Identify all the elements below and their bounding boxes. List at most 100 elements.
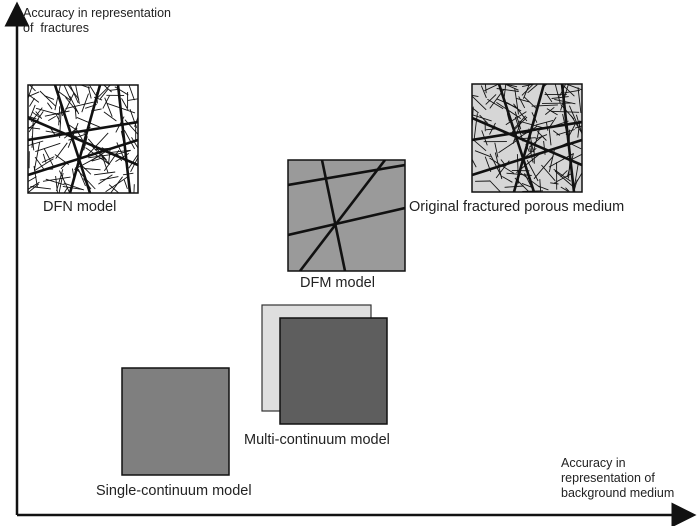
small-fracture-line — [522, 84, 537, 88]
small-fracture-line — [48, 115, 56, 121]
dfn-small-fractures — [28, 85, 138, 193]
small-fracture-line — [554, 172, 573, 184]
small-fracture-line — [523, 96, 537, 109]
small-fracture-line — [62, 185, 84, 191]
small-fracture-line — [47, 102, 53, 110]
small-fracture-line — [489, 180, 502, 192]
small-fracture-line — [541, 164, 556, 182]
small-fracture-line — [128, 154, 138, 169]
small-fracture-line — [521, 84, 534, 96]
small-fracture-line — [57, 90, 71, 101]
small-fracture-line — [79, 85, 91, 89]
small-fracture-line — [101, 155, 109, 173]
small-fracture-line — [472, 94, 479, 98]
multi-continuum-label: Multi-continuum model — [244, 432, 390, 448]
small-fracture-line — [31, 118, 34, 148]
small-fracture-line — [81, 93, 89, 113]
small-fracture-line — [480, 85, 487, 99]
small-fracture-line — [539, 179, 542, 192]
small-fracture-line — [527, 84, 538, 94]
small-fracture-line — [515, 97, 530, 103]
small-fracture-line — [514, 111, 522, 130]
small-fracture-line — [512, 115, 527, 130]
small-fracture-line — [505, 111, 527, 126]
small-fracture-line — [29, 97, 35, 107]
small-fracture-line — [124, 129, 135, 150]
small-fracture-line — [62, 92, 75, 115]
dfm-model-box — [287, 159, 406, 272]
single-continuum-label: Single-continuum model — [96, 483, 252, 499]
small-fracture-line — [96, 85, 111, 99]
dfm-fractures — [288, 160, 405, 271]
small-fracture-line — [102, 95, 110, 109]
small-fracture-line — [55, 142, 68, 159]
small-fracture-line — [45, 130, 60, 135]
small-fracture-line — [560, 186, 569, 192]
small-fracture-line — [55, 175, 58, 193]
small-fracture-line — [514, 116, 524, 142]
small-fracture-line — [566, 84, 582, 91]
small-fracture-line — [472, 95, 487, 111]
small-fracture-line — [131, 137, 138, 150]
small-fracture-line — [88, 85, 97, 96]
dfm-model-label: DFM model — [300, 275, 375, 291]
small-fracture-line — [472, 106, 479, 114]
small-fracture-line — [575, 114, 582, 136]
original-medium-label: Original fractured porous medium — [409, 199, 625, 215]
small-fracture-line — [56, 169, 64, 192]
small-fracture-line — [39, 90, 56, 107]
small-fracture-line — [28, 140, 44, 147]
small-fracture-line — [535, 119, 554, 126]
small-fracture-line — [55, 112, 62, 124]
small-fracture-line — [479, 114, 489, 124]
small-fracture-line — [574, 125, 582, 129]
small-fracture-line — [484, 84, 487, 94]
small-fracture-line — [531, 104, 558, 107]
small-fracture-line — [43, 148, 55, 168]
small-fracture-line — [550, 182, 559, 185]
single-continuum-box — [121, 367, 230, 476]
small-fracture-line — [91, 156, 105, 162]
small-fracture-line — [108, 149, 131, 154]
small-fracture-line — [90, 144, 111, 165]
small-fracture-line — [103, 111, 117, 122]
small-fracture-line — [28, 115, 37, 120]
small-fracture-line — [94, 171, 116, 176]
small-fracture-line — [128, 85, 135, 101]
small-fracture-line — [472, 158, 477, 168]
small-fracture-line — [501, 176, 513, 183]
small-fracture-line — [548, 128, 552, 146]
small-fracture-line — [489, 153, 503, 178]
small-fracture-line — [565, 187, 571, 192]
small-fracture-line — [108, 184, 120, 193]
small-fracture-line — [44, 110, 70, 117]
small-fracture-line — [474, 150, 491, 158]
small-fracture-line — [30, 186, 51, 190]
small-fracture-line — [42, 176, 71, 182]
x-axis-label-line2: representation of — [561, 471, 655, 485]
small-fracture-line — [84, 168, 101, 171]
small-fracture-line — [513, 103, 528, 122]
small-fracture-line — [35, 142, 61, 153]
small-fracture-line — [42, 153, 47, 163]
dfn-model-box — [27, 84, 139, 194]
small-fracture-line — [485, 94, 497, 105]
small-fracture-line — [473, 113, 478, 141]
small-fracture-line — [121, 98, 129, 111]
small-fracture-line — [123, 179, 128, 190]
small-fracture-line — [103, 85, 112, 93]
small-fracture-line — [34, 158, 54, 172]
small-fracture-line — [577, 87, 582, 114]
small-fracture-line — [103, 150, 120, 172]
small-fracture-line — [28, 93, 40, 103]
small-fracture-line — [521, 182, 532, 188]
small-fracture-line — [472, 114, 492, 122]
small-fracture-line — [99, 88, 109, 100]
small-fracture-line — [484, 84, 500, 92]
x-axis-label: Accuracy in representation of background… — [561, 456, 674, 501]
small-fracture-line — [518, 96, 526, 109]
small-fracture-line — [516, 169, 540, 188]
small-fracture-line — [67, 85, 80, 100]
small-fracture-line — [537, 185, 549, 191]
